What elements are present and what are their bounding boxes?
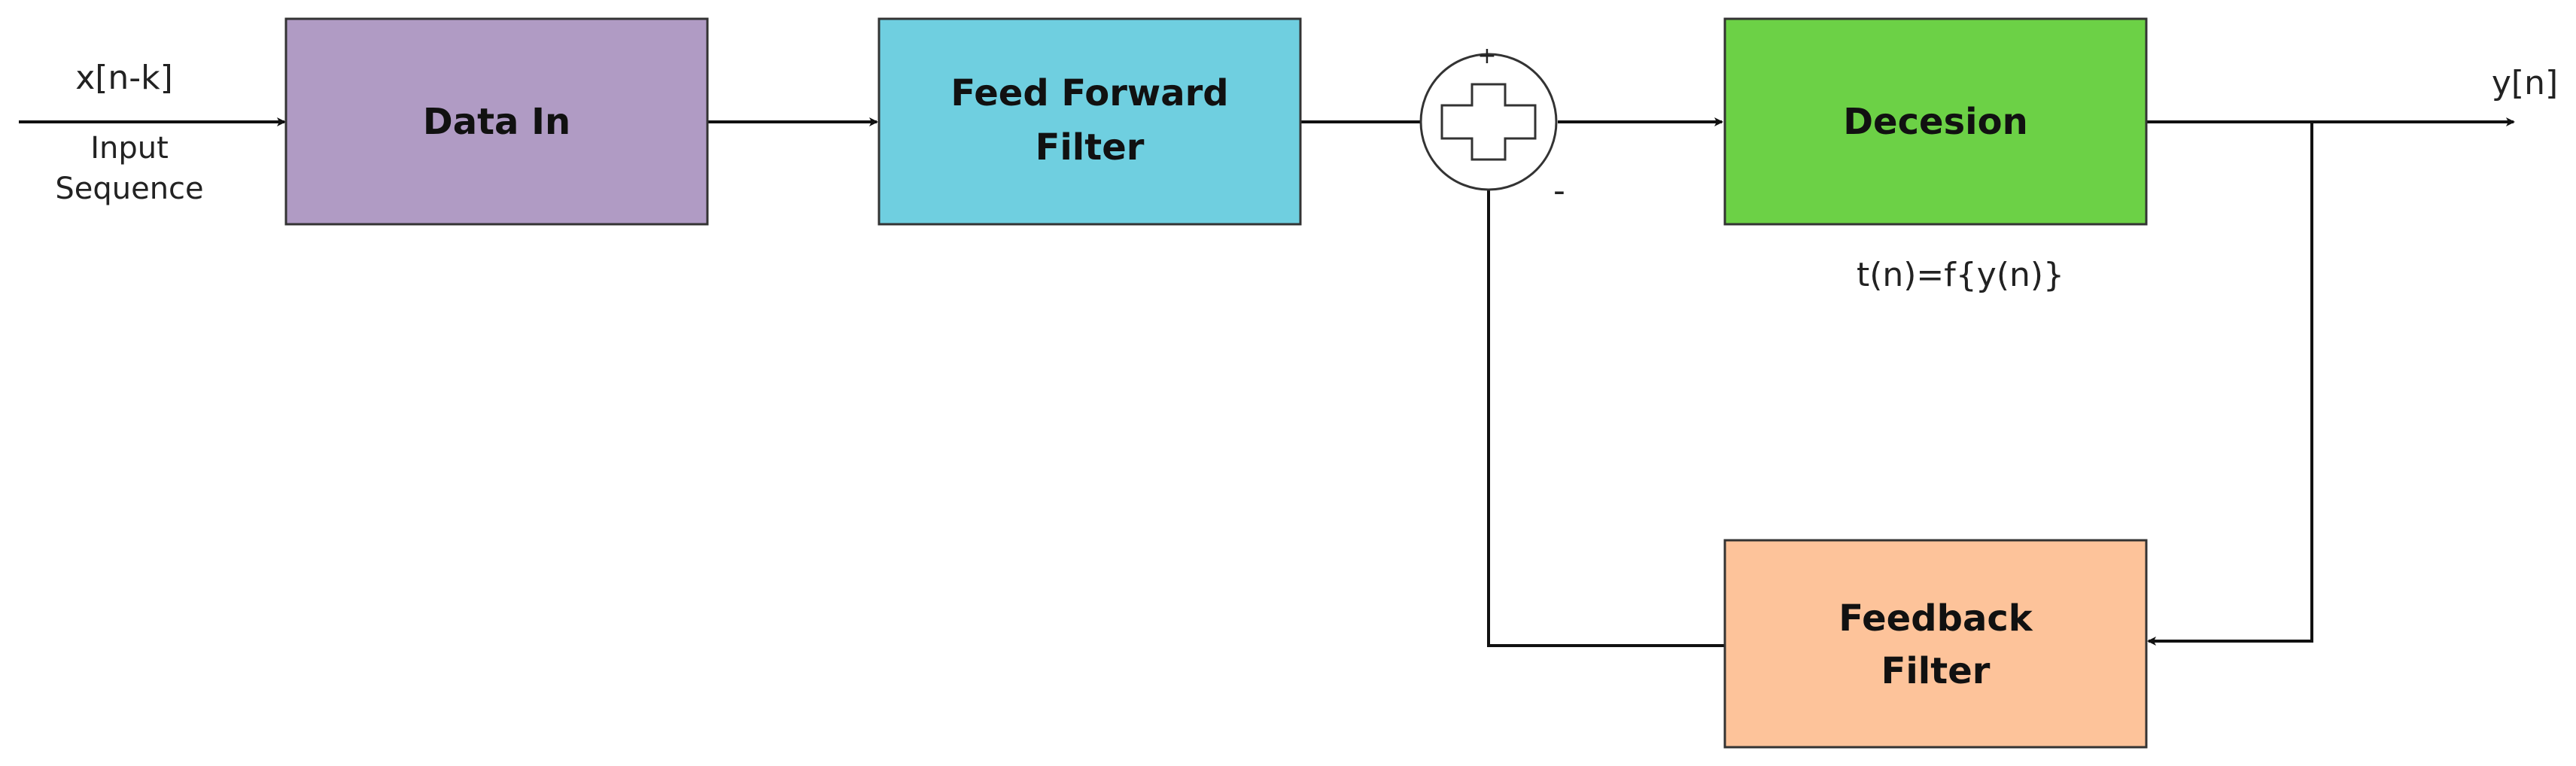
output-to-feedback-wire	[2147, 122, 2313, 646]
output-signal-label: y[n]	[2492, 64, 2558, 102]
decision-label: Decesion	[1843, 101, 2028, 143]
summing-junction-plus-icon	[1440, 83, 1537, 161]
feed-forward-filter-label-line1: Feed Forward	[950, 72, 1228, 114]
input-signal-label: x[n-k]	[75, 59, 173, 97]
data-in-block: Data In	[284, 17, 709, 226]
minus-sign-label: -	[1553, 172, 1565, 210]
feed-forward-filter-box	[877, 17, 1302, 226]
feedback-filter-label-line2: Filter	[1881, 650, 1991, 692]
decision-block: Decesion	[1723, 17, 2148, 226]
input-caption-line2: Sequence	[55, 172, 203, 206]
data-in-label: Data In	[423, 101, 570, 143]
feedback-filter-box	[1723, 539, 2148, 749]
decision-box	[1723, 17, 2148, 226]
feedback-filter-label-line1: Feedback	[1838, 597, 2033, 640]
plus-sign-label: +	[1477, 43, 1496, 69]
summing-junction: + -	[1419, 43, 1565, 210]
feedback-filter-block: Feedback Filter	[1723, 539, 2148, 749]
data-in-box	[284, 17, 709, 226]
decision-function-label: t(n)=f{y(n)}	[1857, 256, 2064, 294]
feed-forward-filter-block: Feed Forward Filter	[877, 17, 1302, 226]
feedback-to-sum-wire	[1484, 179, 1725, 647]
feed-forward-filter-label-line2: Filter	[1036, 126, 1145, 169]
input-caption-line1: Input	[90, 131, 169, 166]
